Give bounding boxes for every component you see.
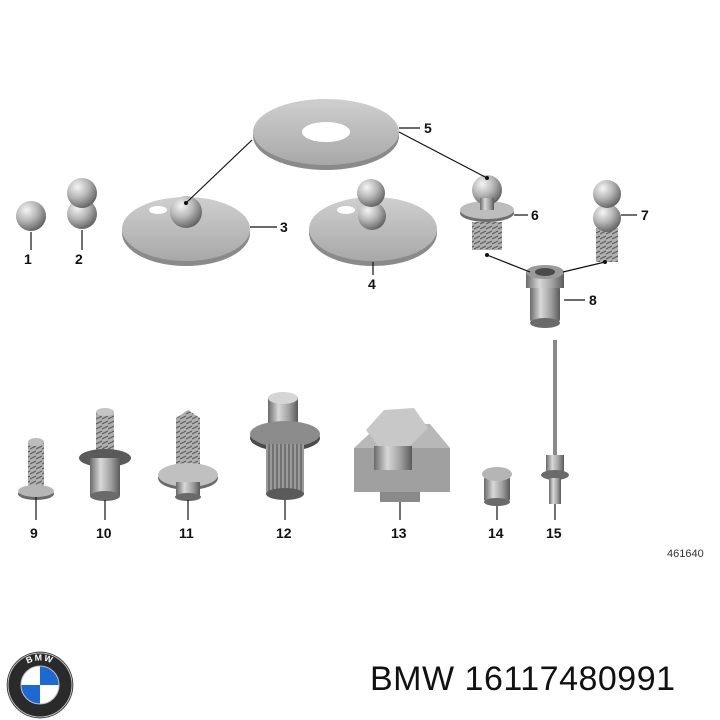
- part-7-double-ball-stud: [593, 180, 621, 262]
- callout-7: 7: [641, 207, 649, 223]
- callout-13: 13: [391, 525, 407, 541]
- callout-5: 5: [424, 120, 432, 136]
- part-13-cage-nut: [354, 408, 450, 502]
- part-2-double-ball: [67, 178, 97, 229]
- callout-14: 14: [488, 525, 504, 541]
- part-15-blind-rivet: [541, 340, 569, 504]
- part-10-screw-with-sleeve: [79, 408, 131, 501]
- callout-labels: 1 2 3 4 5 6 7 8 9 10 11 12 13 14 15 4616…: [24, 120, 704, 560]
- part-12-rivet-stud: [250, 392, 320, 500]
- part-8-insert-nut: [526, 265, 564, 328]
- part-9-screw: [18, 438, 54, 500]
- callout-6: 6: [531, 207, 539, 223]
- callout-1: 1: [24, 251, 32, 267]
- part-4-disc-with-double-ball: [309, 179, 437, 266]
- bmw-logo: BMW: [6, 651, 74, 719]
- callout-2: 2: [75, 251, 83, 267]
- callout-3: 3: [280, 219, 288, 235]
- part-6-ball-stud: [460, 175, 514, 250]
- part-3-disc-with-ball: [122, 196, 250, 266]
- callout-10: 10: [96, 525, 112, 541]
- callout-12: 12: [276, 525, 292, 541]
- leader-lines: [30, 127, 637, 520]
- logo-text: BMW: [24, 652, 53, 665]
- callout-9: 9: [30, 525, 38, 541]
- part-14-plug: [482, 467, 512, 506]
- callout-4: 4: [368, 276, 376, 292]
- callout-8: 8: [589, 292, 597, 308]
- callout-11: 11: [179, 525, 194, 541]
- part-number: 16117480991: [464, 660, 676, 698]
- brand-name: BMW: [370, 660, 455, 698]
- part-5-washer: [253, 99, 399, 170]
- callout-15: 15: [546, 525, 562, 541]
- part-11-bolt: [158, 410, 218, 501]
- part-1-ball: [16, 201, 46, 231]
- reference-number: 461640: [667, 548, 704, 560]
- part-number-caption: BMW 16117480991: [370, 660, 676, 699]
- svg-text:BMW: BMW: [24, 652, 55, 665]
